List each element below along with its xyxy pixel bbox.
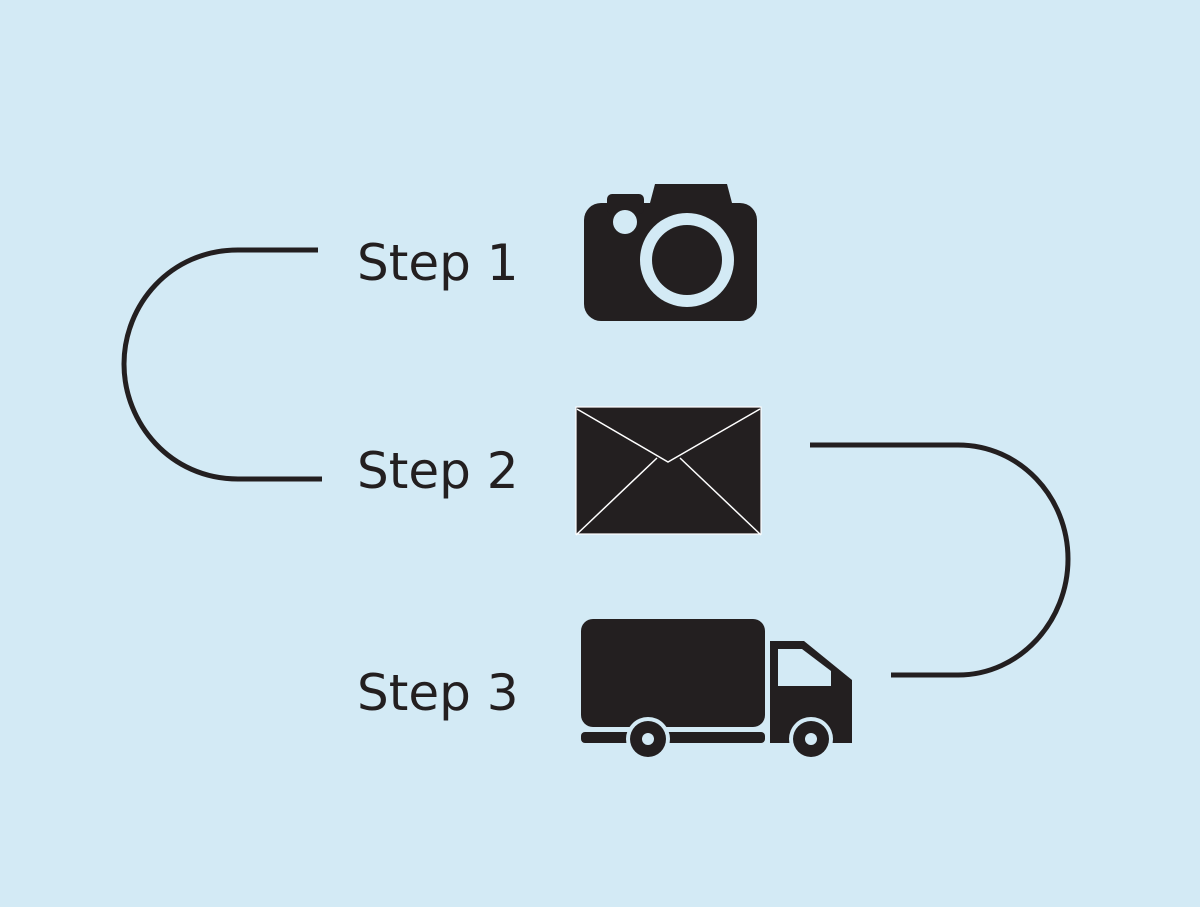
step-1-label: Step 1 [357,234,519,292]
step-3-label: Step 3 [357,664,519,722]
step-2-label: Step 2 [357,442,519,500]
connector-step2-step3 [810,442,1071,678]
delivery-truck-icon [581,619,852,761]
camera-icon [584,184,757,321]
connector-step1-step2 [121,247,322,482]
envelope-icon [575,406,762,536]
